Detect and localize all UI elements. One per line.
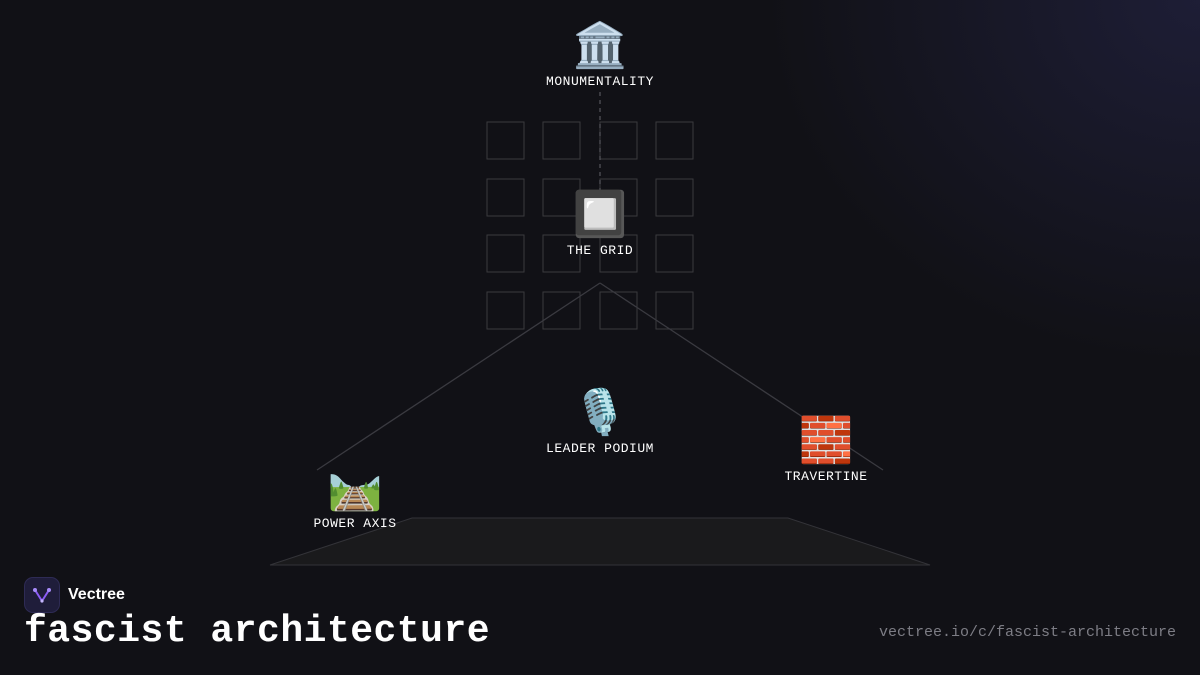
node-label: LEADER PODIUM <box>546 441 654 456</box>
white-square-button-icon: 🔲 <box>572 189 628 240</box>
classical-building-icon: 🏛️ <box>572 20 628 71</box>
connector-grid-power-axis <box>316 282 601 471</box>
node-label: MONUMENTALITY <box>546 74 654 89</box>
railway-track-icon: 🛤️ <box>327 462 383 513</box>
node-travertine[interactable]: 🧱 TRAVERTINE <box>784 415 868 485</box>
node-monumentality[interactable]: 🏛️ MONUMENTALITY <box>546 20 654 90</box>
page-title: fascist architecture <box>24 610 491 653</box>
node-leader-podium[interactable]: 🎙️ LEADER PODIUM <box>546 387 654 457</box>
node-the-grid[interactable]: 🔲 THE GRID <box>566 189 634 259</box>
connector-grid-travertine <box>599 282 884 471</box>
node-power-axis[interactable]: 🛤️ POWER AXIS <box>313 462 397 532</box>
node-label: TRAVERTINE <box>784 469 868 484</box>
node-label: THE GRID <box>566 243 634 258</box>
page-url[interactable]: vectree.io/c/fascist-architecture <box>878 624 1176 641</box>
platform <box>269 517 931 566</box>
brand-name: Vectree <box>68 586 125 603</box>
brand[interactable]: Vectree <box>24 577 125 613</box>
vectree-logo-icon <box>24 577 60 613</box>
node-label: POWER AXIS <box>313 516 397 531</box>
grid-pattern <box>486 121 694 330</box>
microphone-icon: 🎙️ <box>572 387 628 438</box>
brick-icon: 🧱 <box>798 415 854 466</box>
